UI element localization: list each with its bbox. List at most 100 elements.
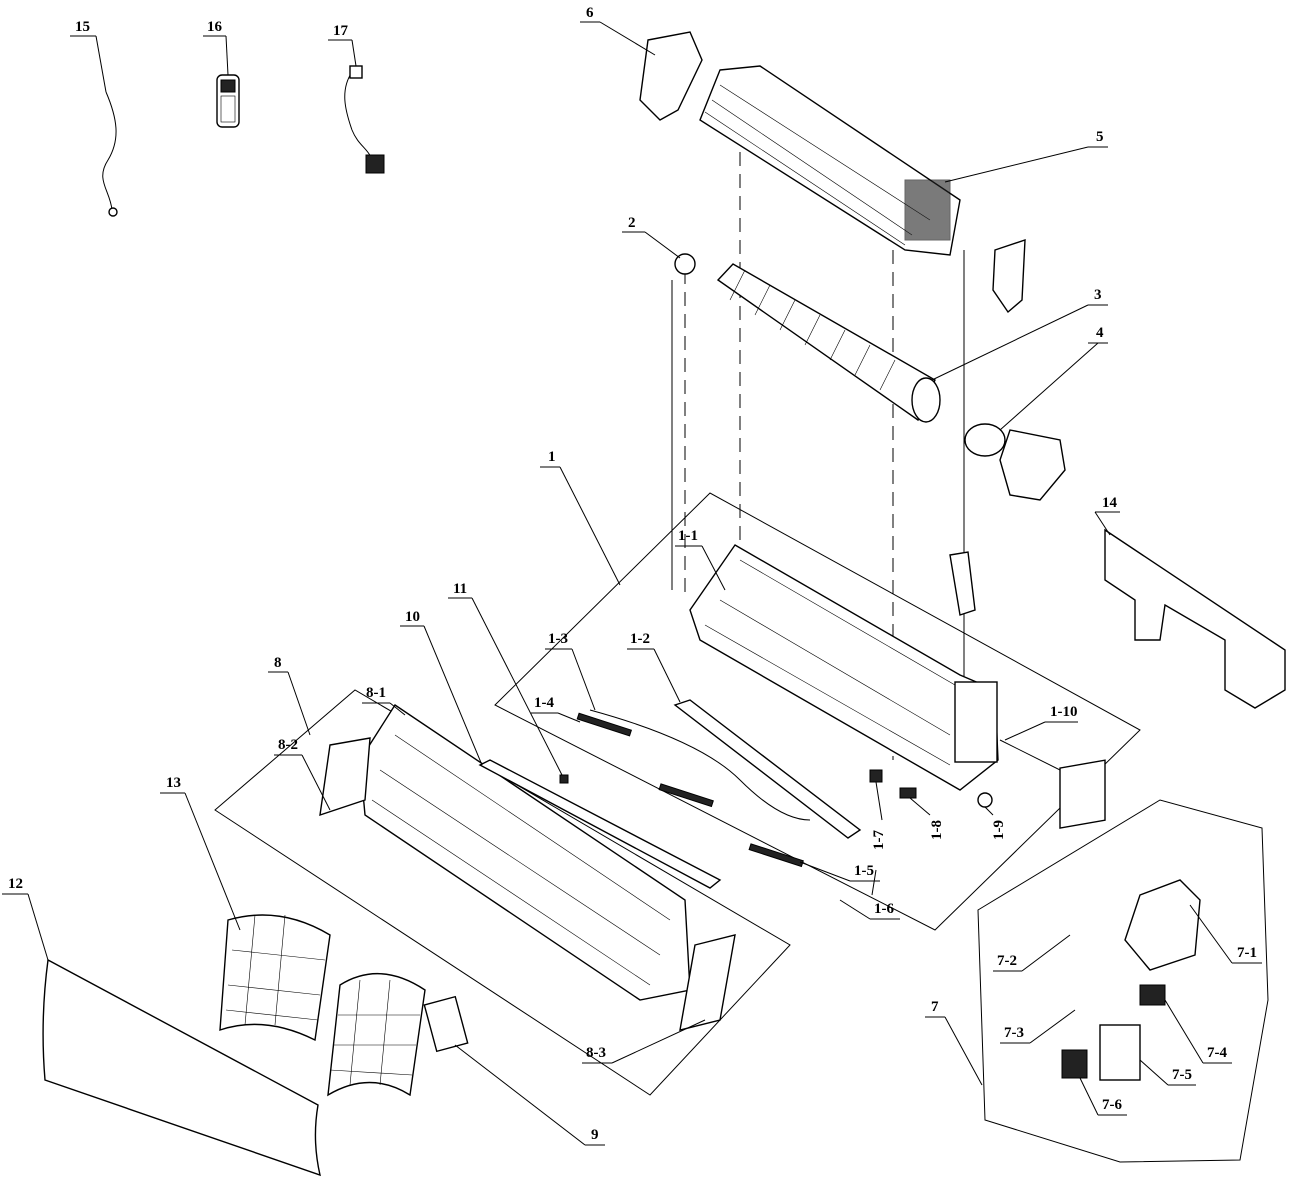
drain-plug bbox=[977, 792, 993, 808]
label-1-1: 1-1 bbox=[675, 528, 726, 591]
part-number: 1-3 bbox=[548, 631, 568, 647]
label-10: 10 bbox=[400, 609, 483, 766]
control-board bbox=[1059, 759, 1106, 829]
part-number: 12 bbox=[8, 876, 23, 892]
evaporator-side-plate bbox=[639, 31, 703, 121]
part-number: 1 bbox=[548, 449, 556, 465]
chassis-side bbox=[954, 681, 998, 763]
cable-plug bbox=[365, 154, 385, 174]
evaporator-fins bbox=[704, 84, 931, 246]
label-8-2: 8-2 bbox=[274, 737, 331, 811]
louver-blade bbox=[576, 712, 633, 737]
electric-box bbox=[1124, 879, 1201, 971]
part-number: 7-6 bbox=[1102, 1097, 1122, 1113]
filter-mesh bbox=[225, 914, 326, 1026]
part-number: 7-1 bbox=[1237, 945, 1257, 961]
fan-blades bbox=[729, 269, 896, 391]
cable-connector bbox=[349, 65, 363, 79]
group-outline-7 bbox=[977, 799, 1269, 1163]
label-16: 16 bbox=[203, 19, 229, 76]
part-number: 15 bbox=[75, 19, 90, 35]
label-5: 5 bbox=[944, 129, 1108, 183]
screw bbox=[871, 869, 877, 896]
terminal-block bbox=[1139, 984, 1166, 1006]
motor-cover bbox=[999, 429, 1066, 501]
part-number: 1-5 bbox=[854, 863, 874, 879]
label-1-7: 1-7 bbox=[871, 781, 887, 850]
fixing-bracket bbox=[949, 551, 976, 616]
part-number: 1-1 bbox=[678, 528, 698, 544]
drain-hose bbox=[102, 91, 117, 211]
ion-generator bbox=[478, 759, 722, 889]
part-number: 17 bbox=[333, 23, 349, 39]
drain-hose-end bbox=[108, 207, 118, 217]
part-number: 1-6 bbox=[874, 901, 894, 917]
label-7-5: 7-5 bbox=[1139, 1059, 1196, 1086]
chassis bbox=[689, 544, 999, 791]
part-number: 7-3 bbox=[1004, 1025, 1024, 1041]
label-2: 2 bbox=[622, 215, 681, 259]
group-outline-1 bbox=[494, 492, 1141, 931]
part-number: 10 bbox=[405, 609, 420, 625]
label-3: 3 bbox=[931, 287, 1108, 381]
label-1-8: 1-8 bbox=[909, 797, 945, 840]
label-7-2: 7-2 bbox=[993, 934, 1071, 972]
part-number: 14 bbox=[1102, 495, 1118, 511]
mounting-plate bbox=[1104, 528, 1286, 709]
label-6: 6 bbox=[580, 5, 656, 56]
label-14: 14 bbox=[1094, 495, 1120, 536]
label-1-4: 1-4 bbox=[531, 695, 581, 723]
part-number: 8-1 bbox=[366, 685, 386, 701]
label-8-3: 8-3 bbox=[582, 1019, 706, 1064]
part-number: 2 bbox=[628, 215, 636, 231]
filter-mesh bbox=[329, 979, 420, 1086]
pipe-cover bbox=[992, 239, 1026, 314]
label-1: 1 bbox=[540, 449, 621, 586]
cross-flow-fan bbox=[716, 263, 936, 422]
label-8-1: 8-1 bbox=[362, 685, 406, 716]
evaporator-pipes bbox=[904, 179, 951, 241]
evaporator bbox=[699, 65, 961, 256]
part-number: 1-2 bbox=[630, 631, 650, 647]
fan-motor bbox=[964, 423, 1006, 457]
part-number: 7-4 bbox=[1207, 1045, 1227, 1061]
label-1-3: 1-3 bbox=[545, 631, 596, 711]
bearing-holder bbox=[674, 253, 696, 275]
part-number: 1-8 bbox=[929, 820, 945, 840]
chassis-detail bbox=[704, 559, 956, 766]
part-number: 5 bbox=[1096, 129, 1104, 145]
label-7-6: 7-6 bbox=[1079, 1077, 1127, 1116]
label-7-4: 7-4 bbox=[1164, 999, 1232, 1064]
side-cover-right bbox=[679, 934, 736, 1031]
part-number: 1-7 bbox=[871, 830, 887, 850]
label-12: 12 bbox=[2, 876, 49, 961]
part-number: 1-9 bbox=[991, 820, 1007, 840]
front-panel-grille bbox=[371, 734, 671, 986]
label-8: 8 bbox=[268, 655, 311, 736]
part-number: 11 bbox=[453, 581, 467, 597]
drive-rod bbox=[589, 709, 811, 821]
part-number: 7-2 bbox=[997, 953, 1017, 969]
part-number: 7-5 bbox=[1172, 1067, 1192, 1083]
label-4: 4 bbox=[999, 325, 1108, 431]
label-1-9: 1-9 bbox=[984, 806, 1007, 840]
label-11: 11 bbox=[448, 581, 563, 776]
louver-blade bbox=[748, 843, 804, 868]
part-number: 13 bbox=[166, 775, 181, 791]
electric-box-cover bbox=[1099, 1024, 1141, 1081]
label-1-5: 1-5 bbox=[799, 861, 880, 882]
part-number: 8-2 bbox=[278, 737, 298, 753]
front-panel bbox=[359, 704, 691, 1001]
part-number: 3 bbox=[1094, 287, 1102, 303]
fastener bbox=[559, 774, 569, 784]
part-number: 6 bbox=[586, 5, 594, 21]
part-number: 8 bbox=[274, 655, 282, 671]
label-13: 13 bbox=[160, 775, 241, 931]
label-1-10: 1-10 bbox=[1004, 704, 1078, 741]
display-board bbox=[423, 995, 469, 1053]
part-number: 7 bbox=[931, 999, 939, 1015]
side-cover-left bbox=[319, 737, 371, 817]
louver-blade bbox=[658, 783, 714, 808]
label-7: 7 bbox=[925, 999, 983, 1086]
